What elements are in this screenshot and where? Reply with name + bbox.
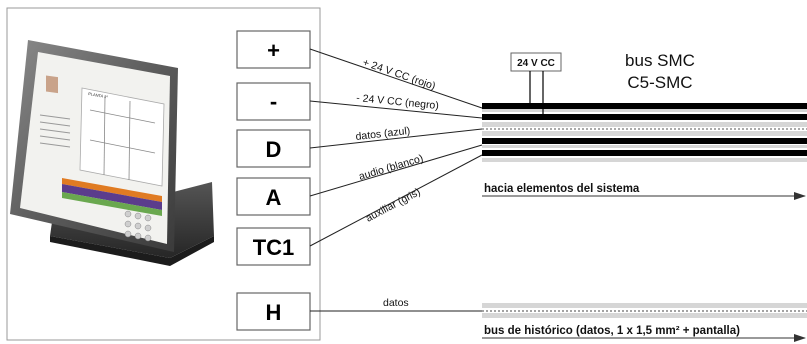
wire-minus — [309, 100, 483, 119]
terminal-d: D — [236, 129, 311, 168]
terminal-label-tc1: TC1 — [253, 235, 295, 260]
wire-plus — [309, 48, 483, 109]
status-band-orange — [62, 178, 162, 202]
monitor-image: PLANTA 1º — [10, 40, 214, 266]
terminal-plus: + — [236, 30, 311, 69]
smc-bus — [482, 103, 807, 162]
terminal-a: A — [236, 177, 311, 216]
terminal-minus: - — [236, 82, 311, 121]
voltage-tag-label: 24 V CC — [517, 58, 555, 69]
wire-a — [309, 144, 483, 197]
wire-tc1 — [309, 154, 483, 247]
terminal-label-plus: + — [267, 38, 280, 63]
wire-label-tc1: auxiliar (gris) — [364, 186, 423, 225]
bus-conductor-1 — [482, 103, 807, 109]
history-bus — [482, 303, 807, 318]
screen-content: PLANTA 1º — [39, 75, 165, 242]
voltage-tag: 24 V CC — [510, 52, 562, 115]
floorplan-area — [79, 87, 165, 187]
terminal-label-a: A — [266, 185, 282, 210]
history-arrow-label: bus de histórico (datos, 1 x 1,5 mm² + p… — [484, 325, 740, 337]
wire-label-minus: - 24 V CC (negro) — [356, 92, 440, 112]
status-band-green — [62, 192, 162, 216]
terminal-label-h: H — [266, 300, 282, 325]
screen-title: PLANTA 1º — [88, 91, 109, 99]
bus-conductor-3 — [482, 138, 807, 144]
terminal-label-d: D — [266, 137, 282, 162]
wire-d — [309, 128, 483, 149]
terminal-label-minus: - — [270, 89, 277, 114]
wire-label-a: audio (blanco) — [357, 152, 424, 182]
keypad — [124, 210, 152, 242]
bus-conductor-2 — [482, 114, 807, 120]
bus-conductor-4 — [482, 150, 807, 156]
wire-label-plus: + 24 V CC (rojo) — [361, 56, 437, 92]
terminal-tc1: TC1 — [236, 227, 311, 266]
wire-label-h: datos — [383, 297, 409, 309]
bus-title-line2: C5-SMC — [627, 73, 692, 92]
avatar — [46, 75, 58, 94]
bus-title-line1: bus SMC — [625, 51, 695, 70]
terminal-h: H — [236, 292, 311, 331]
system-arrow-label: hacia elementos del sistema — [484, 183, 640, 195]
status-band-purple — [62, 184, 162, 210]
